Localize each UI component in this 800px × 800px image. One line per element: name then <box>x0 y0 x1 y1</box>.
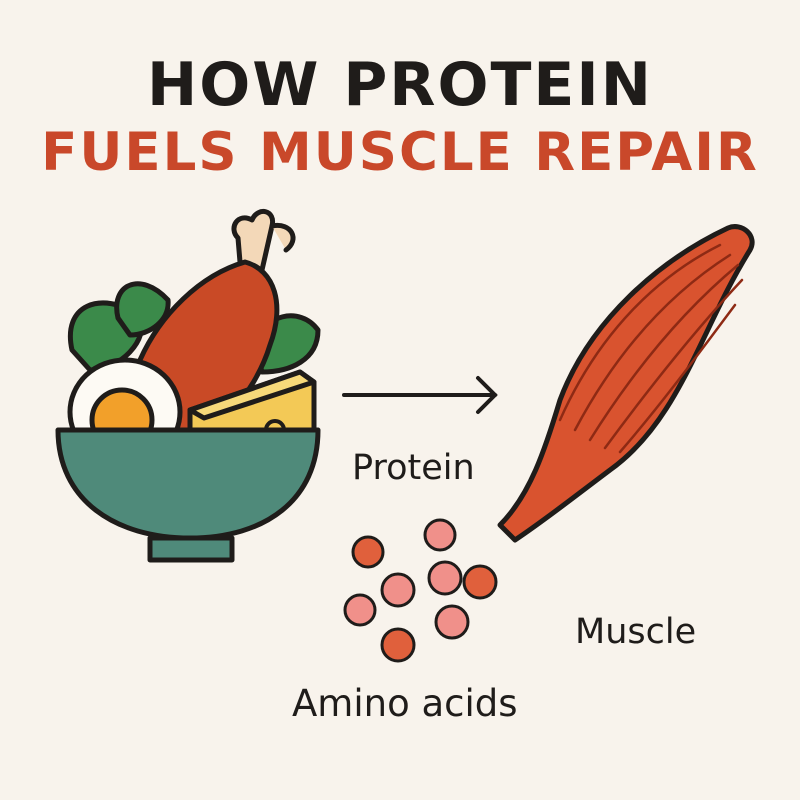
amino-acid-dot-icon <box>462 564 498 600</box>
title-line-1: HOW PROTEIN <box>147 50 653 120</box>
amino-acid-dot-icon <box>427 560 463 596</box>
food-bowl-icon <box>55 209 321 563</box>
protein-label: Protein <box>352 448 475 488</box>
title-line-2: FUELS MUSCLE REPAIR <box>41 122 759 183</box>
amino-acids-cluster <box>343 518 498 663</box>
amino-acids-label: Amino acids <box>292 682 518 725</box>
spinach-leaf-icon <box>114 281 171 338</box>
amino-acid-dot-icon <box>380 572 416 608</box>
amino-acid-dot-icon <box>351 535 385 569</box>
arrow-right-icon <box>342 376 498 414</box>
amino-acid-dot-icon <box>423 518 457 552</box>
amino-acid-dot-icon <box>434 604 470 640</box>
amino-acid-dot-icon <box>343 593 377 627</box>
muscle-icon <box>497 224 755 543</box>
muscle-label: Muscle <box>575 612 697 652</box>
amino-acid-dot-icon <box>380 627 416 663</box>
